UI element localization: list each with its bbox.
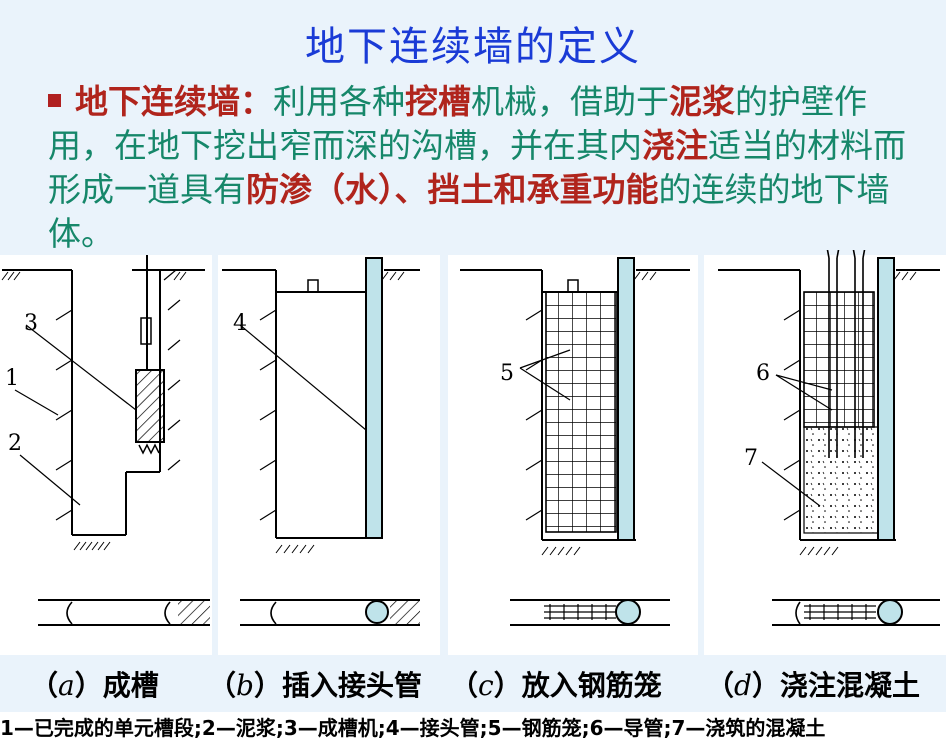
definition-part: 泥浆 xyxy=(669,82,735,121)
panel-a xyxy=(0,255,212,655)
definition-part: 地下连续墙： xyxy=(75,82,273,121)
panel-b xyxy=(218,255,440,655)
caption-d: （d）浇注混凝土 xyxy=(706,669,920,702)
panel-a-drawing xyxy=(1,255,205,551)
label-5: 5 xyxy=(500,361,514,386)
bullet-square-icon xyxy=(48,93,61,107)
definition-text: 地下连续墙：利用各种挖槽机械，借助于泥浆的护壁作用，在地下挖出窄而深的沟槽，并在… xyxy=(48,82,906,253)
caption-a: （a）成槽 xyxy=(30,669,159,702)
label-7: 7 xyxy=(744,446,758,471)
construction-diagram: 3 1 2 4 5 xyxy=(0,250,946,655)
caption-c: （c）放入钢筋笼 xyxy=(450,669,662,702)
label-6: 6 xyxy=(756,361,770,386)
definition-part: 机械，借助于 xyxy=(471,82,669,121)
caption-b: （b）插入接头管 xyxy=(208,669,422,702)
slide-title: 地下连续墙的定义 xyxy=(305,24,641,70)
definition-part: 防渗（水）、挡土和承重功能 xyxy=(246,170,659,209)
label-1: 1 xyxy=(5,366,19,391)
panel-d-drawing xyxy=(718,250,940,556)
panel-b-drawing xyxy=(222,257,420,554)
label-3: 3 xyxy=(24,311,38,336)
definition-part: 利用各种 xyxy=(273,82,405,121)
definition-part: 的连续的地下墙体。 xyxy=(48,170,890,253)
definition-paragraph: 地下连续墙：利用各种挖槽机械，借助于泥浆的护壁作用，在地下挖出窄而深的沟槽，并在… xyxy=(48,80,908,256)
definition-part: 挖槽 xyxy=(405,82,471,121)
legend-text: 1—已完成的单元槽段;2—泥浆;3—成槽机;4—接头管;5—钢筋笼;6—导管;7… xyxy=(0,712,946,747)
definition-part: 适当的材料而形成一道具有 xyxy=(48,126,906,209)
label-4: 4 xyxy=(233,311,247,336)
definition-part: 的护壁作用，在地下挖出窄而深的沟槽，并在其内 xyxy=(48,82,867,165)
definition-part: 浇注 xyxy=(642,126,708,165)
panel-c-drawing xyxy=(460,257,690,556)
plan-views xyxy=(38,599,940,626)
label-2: 2 xyxy=(8,431,22,456)
